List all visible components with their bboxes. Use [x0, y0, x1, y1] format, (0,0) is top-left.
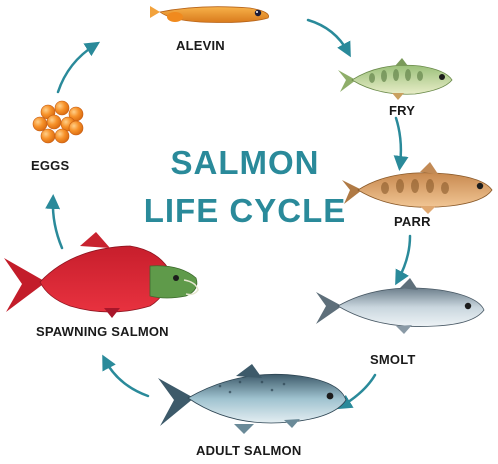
arrow-alevin-to-fry — [306, 18, 351, 58]
stage-label-alevin: ALEVIN — [176, 38, 225, 53]
spawning-salmon-fish — [4, 232, 199, 318]
stage-label-parr: PARR — [394, 214, 431, 229]
diagram-title-line-1: SALMON — [170, 144, 320, 181]
fry-fish — [338, 58, 453, 100]
stage-label-fry: FRY — [389, 103, 416, 118]
eggs-cluster — [32, 100, 84, 144]
smolt-fish — [316, 278, 485, 334]
parr-fish — [342, 162, 493, 214]
stage-label-smolt: SMOLT — [370, 352, 416, 367]
alevin-fish — [150, 6, 269, 23]
adult-salmon-fish — [158, 364, 347, 434]
arrow-parr-to-smolt — [395, 234, 412, 286]
arrow-adult-to-spawning — [102, 354, 150, 398]
arrow-spawning-to-eggs — [45, 194, 64, 250]
arrow-eggs-to-alevin — [56, 41, 101, 94]
stage-label-spawning-salmon: SPAWNING SALMON — [36, 324, 169, 339]
stage-label-adult-salmon: ADULT SALMON — [196, 443, 302, 458]
arrow-fry-to-parr — [393, 116, 409, 171]
stage-label-eggs: EGGS — [31, 158, 70, 173]
cycle-arrows — [45, 18, 412, 410]
arrow-smolt-to-adult — [336, 373, 377, 410]
diagram-title-line-2: LIFE CYCLE — [143, 192, 347, 229]
